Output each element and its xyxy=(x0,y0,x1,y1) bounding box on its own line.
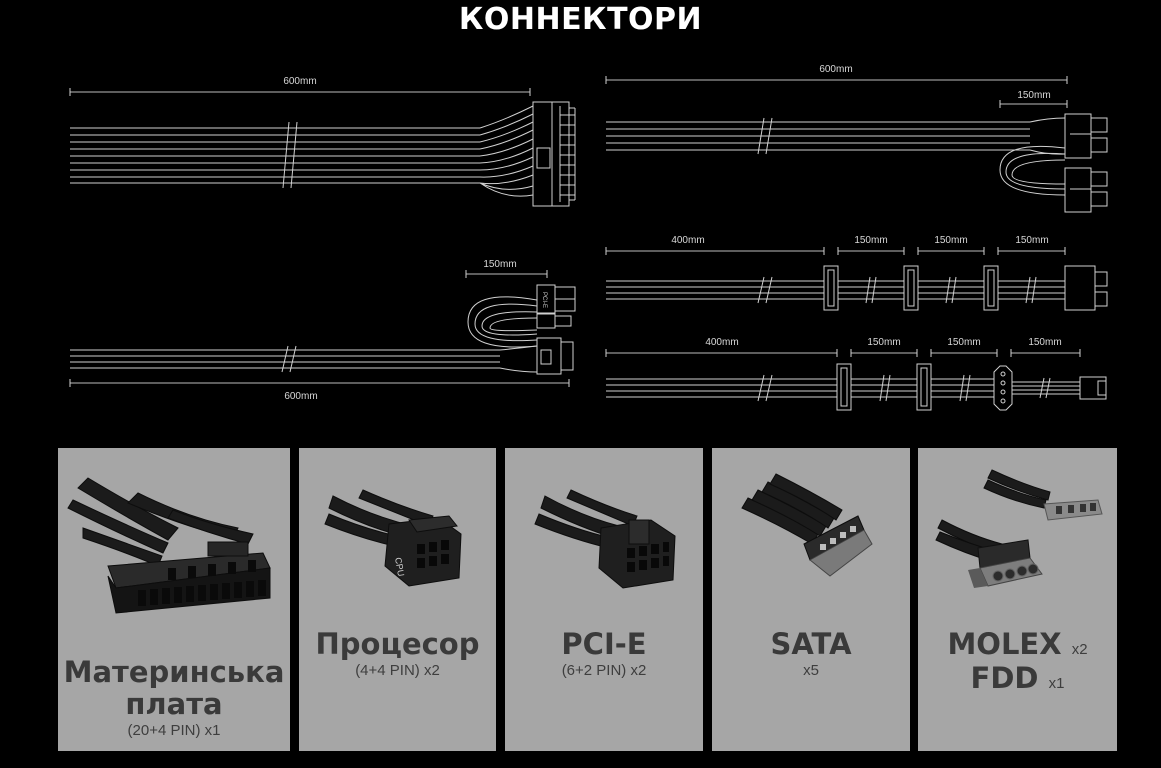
sata-first-label: 400mm xyxy=(671,235,704,246)
atx-cable-drawing xyxy=(69,88,576,207)
sata-power-connector-icon xyxy=(741,473,873,577)
atx-length-label: 600mm xyxy=(283,76,316,87)
card-pcie-name: PCI-E xyxy=(561,627,647,661)
card-motherboard-name-line1: Материнська xyxy=(63,655,285,689)
pcie-cable-drawing xyxy=(605,76,1108,213)
card-motherboard-pins: (20+4 PIN) x1 xyxy=(127,722,221,739)
card-pcie: PCI-E (6+2 PIN) x2 xyxy=(505,448,703,751)
card-molex-fdd: MOLEX x2 FDD x1 xyxy=(918,448,1117,751)
cpu-length-label: 600mm xyxy=(284,391,317,402)
pcie-branch-label: 150mm xyxy=(1017,90,1050,101)
page-title: КОННЕКТОРИ xyxy=(458,2,703,37)
cable-diagram: 600mm 600mm 150mm 150mm 600mm PCI-E 400m… xyxy=(69,64,1108,411)
molex-step2-label: 150mm xyxy=(947,337,980,348)
sata-cable-drawing xyxy=(605,247,1108,311)
card-motherboard-name-line2: плата xyxy=(125,687,223,721)
sata-step1-label: 150mm xyxy=(854,235,887,246)
card-sata: SATA x5 xyxy=(712,448,910,751)
card-molex-name: MOLEX xyxy=(947,627,1062,661)
card-fdd-line: FDD x1 xyxy=(918,662,1117,700)
card-sata-pins: x5 xyxy=(803,662,819,679)
card-fdd-qty: x1 xyxy=(1048,675,1065,692)
card-cpu: CPU Процесор (4+4 PIN) x2 xyxy=(299,448,496,751)
card-molex-line: MOLEX x2 xyxy=(918,628,1117,666)
cpu-branch-label: 150mm xyxy=(483,259,516,270)
pcie-length-label: 600mm xyxy=(819,64,852,75)
cpu-plug-label: PCI-E xyxy=(541,292,547,308)
card-cpu-pins: (4+4 PIN) x2 xyxy=(355,662,440,679)
sata-step2-label: 150mm xyxy=(934,235,967,246)
card-cpu-name: Процесор xyxy=(315,627,480,661)
card-motherboard: Материнська плата (20+4 PIN) x1 xyxy=(58,448,290,751)
card-molex-qty: x2 xyxy=(1071,641,1088,658)
atx-24pin-connector-icon xyxy=(67,477,271,614)
card-pcie-pins: (6+2 PIN) x2 xyxy=(561,662,647,679)
molex-step3-label: 150mm xyxy=(1028,337,1061,348)
cpu-8pin-connector-icon: CPU xyxy=(324,489,462,587)
molex-first-label: 400mm xyxy=(705,337,738,348)
molex-fdd-connector-icon xyxy=(935,469,1103,588)
molex-cable-drawing xyxy=(605,349,1107,411)
card-sata-name: SATA xyxy=(770,627,852,661)
sata-step3-label: 150mm xyxy=(1015,235,1048,246)
cpu-cable-drawing xyxy=(69,270,576,387)
molex-step1-label: 150mm xyxy=(867,337,900,348)
pcie-8pin-connector-icon xyxy=(534,489,676,589)
cpu-plug-text: CPU xyxy=(393,557,406,577)
card-fdd-name: FDD xyxy=(970,661,1039,695)
